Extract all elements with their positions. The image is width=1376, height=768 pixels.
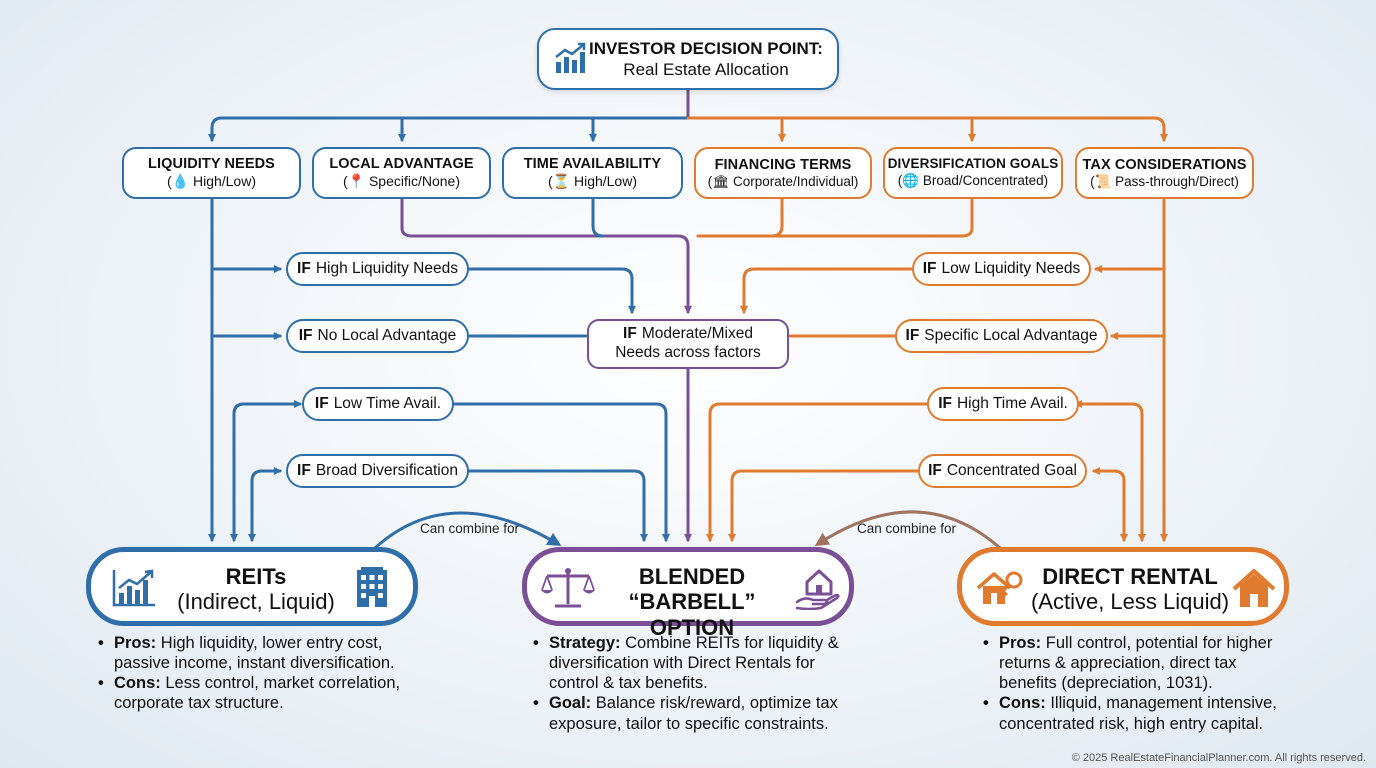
combine-label-right: Can combine for: [857, 521, 957, 536]
if-keyword: IF: [928, 462, 942, 479]
bullet-label: Goal:: [549, 694, 592, 713]
house-in-hand-icon: [795, 569, 840, 610]
house-icon: [1232, 569, 1276, 607]
if-keyword: IF: [938, 395, 952, 412]
if-keyword: IF: [297, 260, 311, 277]
condition-text: Moderate/Mixed: [641, 325, 753, 343]
factor-time-availability: TIME AVAILABILITY (⏳ High/Low): [502, 147, 683, 199]
factor-title: TAX CONSIDERATIONS: [1082, 156, 1247, 173]
condition-text: Low Liquidity Needs: [941, 260, 1081, 277]
outcome-blended-barbell: BLENDED “BARBELL” OPTION: [522, 547, 854, 640]
root-subtitle: Real Estate Allocation: [623, 60, 789, 79]
office-building-icon: [357, 567, 387, 607]
if-keyword: IF: [314, 395, 329, 412]
root-title: INVESTOR DECISION POINT:: [589, 38, 823, 58]
direct-rental-details: Pros: Full control, potential for higher…: [983, 633, 1283, 734]
bullet-text: Full control, potential for higher retur…: [999, 634, 1273, 693]
factor-subtitle: (📍 Specific/None): [342, 173, 461, 190]
reits-details: Pros: High liquidity, lower entry cost, …: [98, 633, 418, 714]
factor-subtitle: (📜 Pass-through/Direct): [1090, 173, 1239, 189]
condition-text: Broad Diversification: [315, 462, 458, 479]
list-item: Cons: Illiquid, management intensive, co…: [983, 693, 1283, 733]
bullet-text: Combine REITs for liquidity & diversific…: [549, 634, 839, 693]
bullet-label: Pros:: [114, 634, 157, 652]
bullet-label: Pros:: [999, 634, 1042, 652]
factor-diversification-goals: DIVERSIFICATION GOALS (🌐 Broad/Concentra…: [883, 147, 1063, 199]
growth-chart-icon: [555, 42, 586, 73]
bullet-text: Balance risk/reward, optimize tax exposu…: [549, 694, 838, 733]
outcome-subtitle: (Active, Less Liquid): [1030, 589, 1230, 615]
condition-text: High Time Avail.: [956, 395, 1068, 412]
blended-details: Strategy: Combine REITs for liquidity & …: [533, 633, 853, 734]
house-key-icon: [976, 571, 1023, 604]
condition-text: Concentrated Goal: [946, 462, 1077, 479]
factor-subtitle: (⏳ High/Low): [547, 173, 637, 190]
factor-subtitle: (🌐 Broad/Concentrated): [897, 173, 1049, 188]
bullet-label: Cons:: [114, 674, 161, 693]
factor-title: TIME AVAILABILITY: [523, 156, 662, 173]
balance-scale-icon: [541, 568, 595, 608]
bullet-label: Cons:: [999, 694, 1046, 713]
outcome-title: BLENDED: [638, 564, 746, 589]
combine-label-left: Can combine for: [420, 521, 520, 536]
factor-subtitle: (🏛 Corporate/Individual): [707, 173, 859, 189]
factor-liquidity-needs: LIQUIDITY NEEDS (💧 High/Low): [122, 147, 301, 199]
outcome-reits: REITs (Indirect, Liquid): [86, 547, 418, 626]
bullet-text: Illiquid, management intensive, concentr…: [999, 694, 1277, 733]
bar-chart-icon: [112, 569, 155, 607]
outcome-title: REITs: [225, 564, 287, 589]
condition-text: Needs across factors: [615, 344, 761, 361]
if-keyword: IF: [623, 325, 637, 343]
bullet-label: Strategy:: [549, 634, 621, 652]
list-item: Pros: Full control, potential for higher…: [983, 633, 1283, 693]
factor-title: LOCAL ADVANTAGE: [329, 156, 474, 173]
condition-text: Low Time Avail.: [333, 395, 442, 412]
if-keyword: IF: [905, 327, 920, 344]
factor-subtitle: (💧 High/Low): [166, 173, 256, 190]
list-item: Cons: Less control, market correlation, …: [98, 673, 418, 713]
outcome-title: DIRECT RENTAL: [1042, 564, 1218, 589]
factor-tax-considerations: TAX CONSIDERATIONS (📜 Pass-through/Direc…: [1075, 147, 1254, 199]
condition-text: Specific Local Advantage: [924, 327, 1098, 344]
condition-text: No Local Advantage: [317, 327, 457, 344]
bullet-text: High liquidity, lower entry cost, passiv…: [114, 634, 395, 673]
if-keyword: IF: [922, 260, 937, 277]
outcome-direct-rental: DIRECT RENTAL (Active, Less Liquid): [957, 547, 1289, 626]
list-item: Pros: High liquidity, lower entry cost, …: [98, 633, 418, 673]
factor-title: FINANCING TERMS: [714, 156, 852, 173]
factor-title: DIVERSIFICATION GOALS: [887, 156, 1059, 172]
copyright-footer: © 2025 RealEstateFinancialPlanner.com. A…: [1071, 752, 1366, 764]
bullet-text: Less control, market correlation, corpor…: [114, 674, 401, 713]
list-item: Strategy: Combine REITs for liquidity & …: [533, 633, 853, 693]
root-decision-box: INVESTOR DECISION POINT: Real Estate All…: [537, 28, 839, 90]
if-keyword: IF: [298, 327, 313, 344]
if-keyword: IF: [297, 462, 311, 479]
factor-local-advantage: LOCAL ADVANTAGE (📍 Specific/None): [312, 147, 491, 199]
factor-title: LIQUIDITY NEEDS: [148, 156, 275, 173]
condition-text: High Liquidity Needs: [315, 260, 458, 277]
list-item: Goal: Balance risk/reward, optimize tax …: [533, 693, 853, 733]
outcome-subtitle: (Indirect, Liquid): [177, 589, 335, 615]
factor-financing-terms: FINANCING TERMS (🏛 Corporate/Individual): [694, 147, 872, 199]
